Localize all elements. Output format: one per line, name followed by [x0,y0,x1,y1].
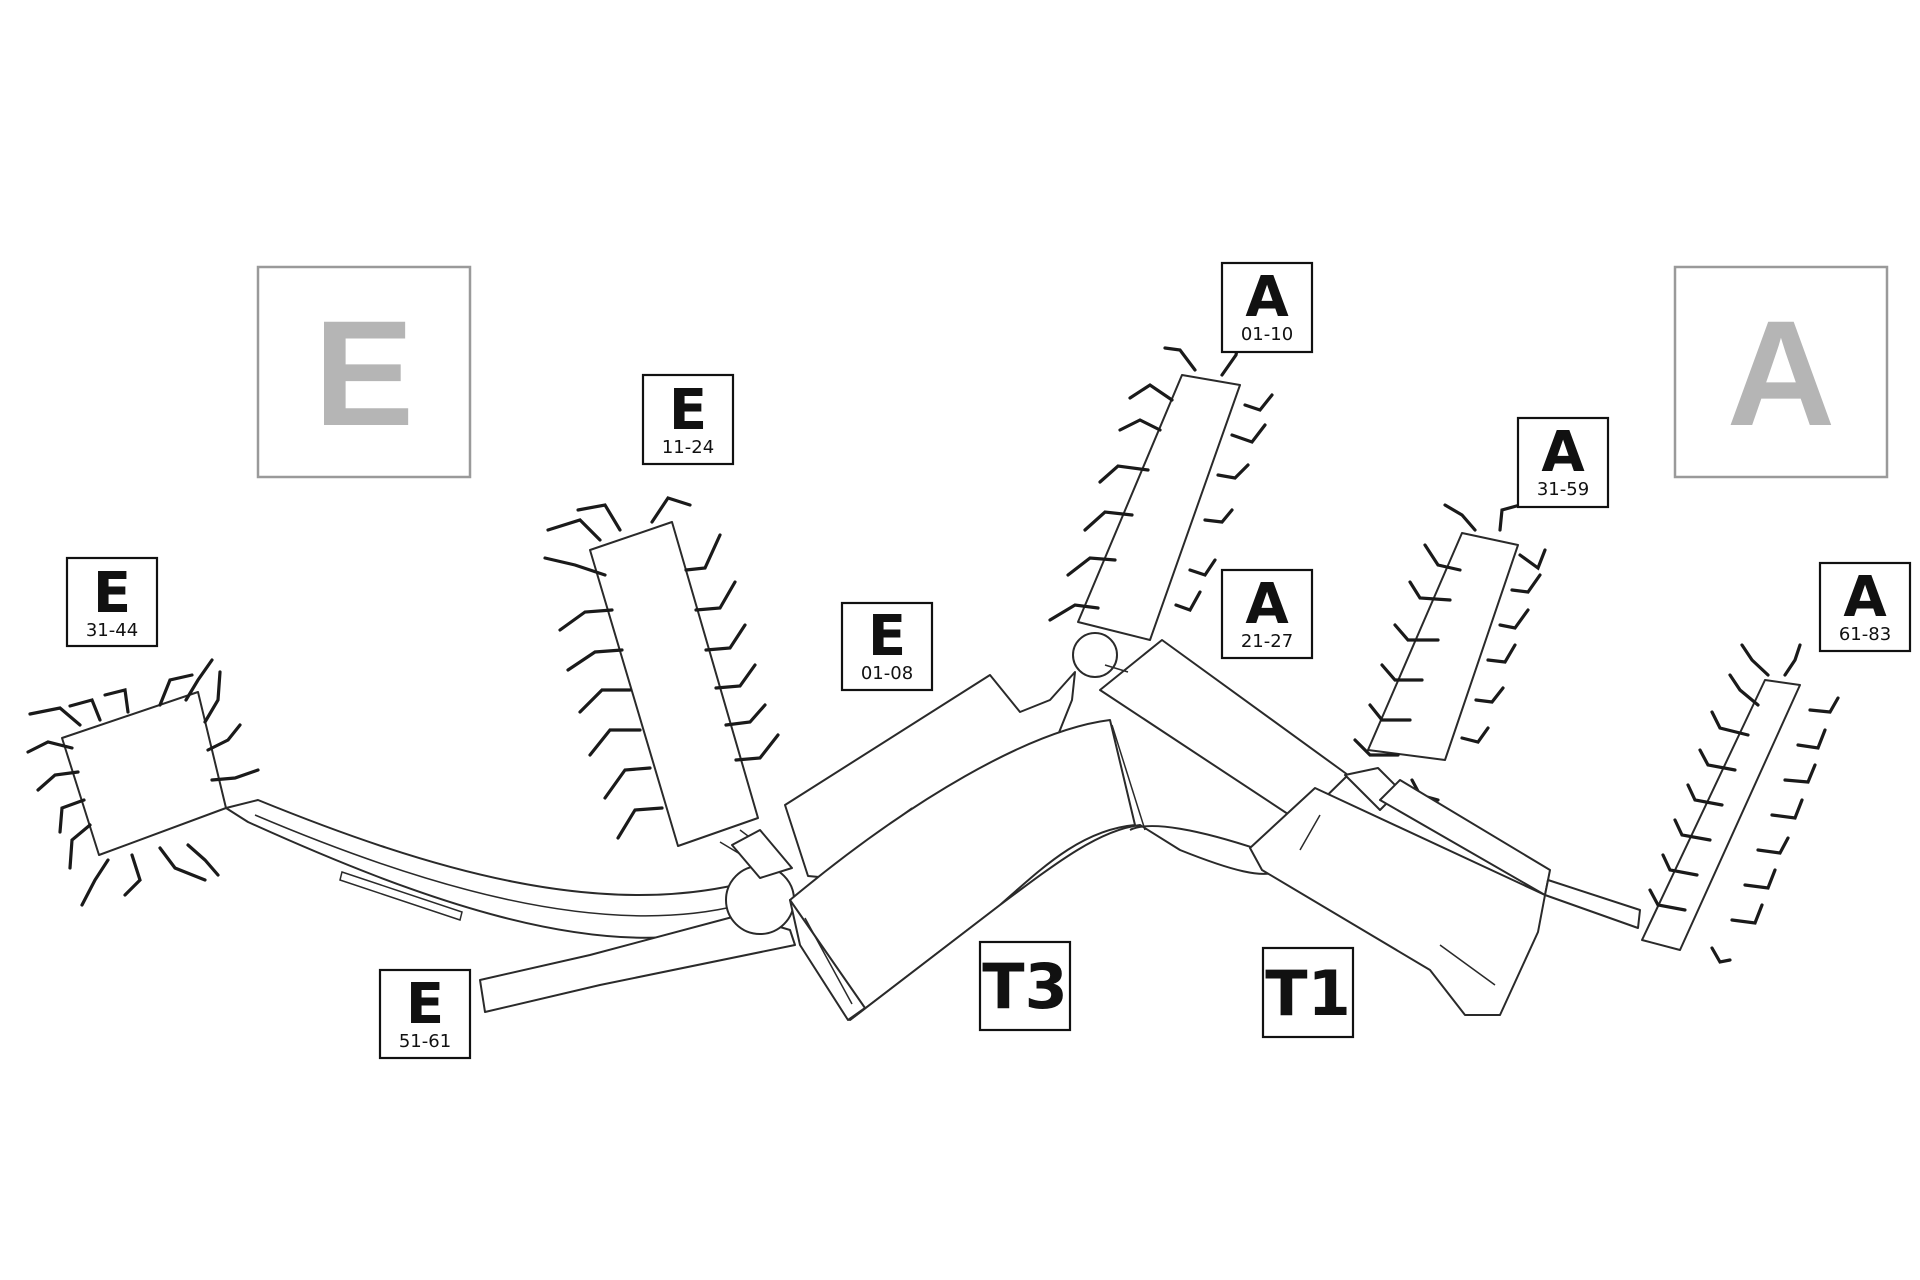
pier-label-range: 01-10 [1241,324,1293,345]
section-marker-e: E [256,265,472,479]
pier-a01-10-building [1048,333,1274,678]
pier-label-letter: A [1541,420,1585,485]
pier-label-a-61-83: A 61-83 [1818,561,1912,653]
connector-a61-83 [1379,779,1641,929]
terminal-label-text: T3 [982,950,1067,1023]
pier-e51-61-building [225,799,796,1013]
pier-e31-44-building [26,658,260,907]
pier-a61-83-building [1641,643,1840,964]
pier-label-range: 01-08 [861,663,913,684]
pier-label-letter: A [1245,265,1289,330]
pier-label-a-01-10: A 01-10 [1220,261,1314,354]
pier-label-e-31-44: E 31-44 [65,556,159,648]
section-letter-a: A [1727,289,1835,457]
pier-label-letter: A [1245,572,1289,637]
pier-label-letter: E [406,972,444,1037]
pier-label-e-51-61: E 51-61 [378,968,472,1060]
pier-label-range: 31-44 [86,620,138,641]
pier-label-letter: E [669,378,707,443]
terminal-t1-building [1249,787,1546,1016]
pier-label-letter: A [1843,565,1887,630]
pier-label-a-31-59: A 31-59 [1516,416,1610,509]
terminal-label-text: T1 [1265,957,1350,1030]
pier-label-e-01-08: E 01-08 [840,601,934,692]
pier-label-range: 21-27 [1241,631,1293,652]
terminal-label-t3: T3 [978,940,1072,1032]
pier-label-range: 31-59 [1537,479,1589,500]
central-hub [719,829,795,935]
pier-label-range: 11-24 [662,437,714,458]
pier-label-letter: E [868,604,906,669]
terminal-t3-building [789,719,1281,1021]
section-letter-e: E [314,289,414,457]
section-marker-a: A [1673,265,1889,479]
pier-label-range: 51-61 [399,1031,451,1052]
pier-label-letter: E [93,561,131,626]
pier-label-e-11-24: E 11-24 [641,373,735,466]
pier-label-range: 61-83 [1839,624,1891,645]
terminal-label-t1: T1 [1261,946,1355,1039]
pier-e11-24-building [543,496,780,847]
pier-label-a-21-27: A 21-27 [1220,568,1314,660]
pier-a31-59-building [1344,503,1547,811]
